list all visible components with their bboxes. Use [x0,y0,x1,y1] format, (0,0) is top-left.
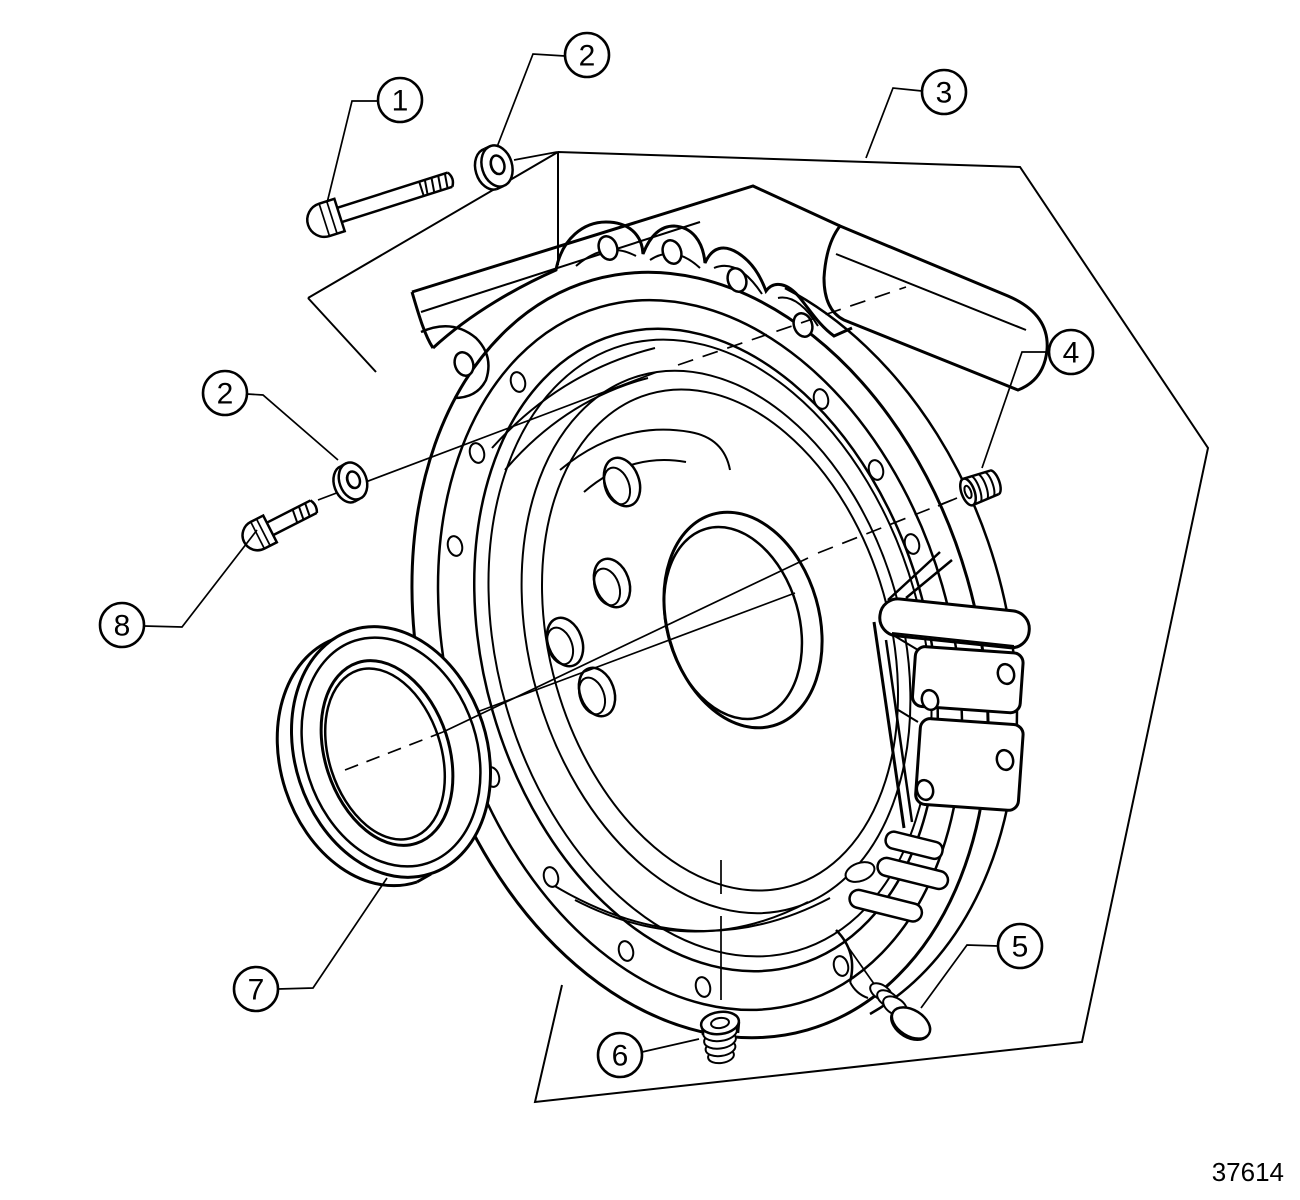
callout-7: 7 [232,877,388,1013]
flywheel-housing-part [410,184,1049,1040]
callout-bubble-1 [376,76,424,124]
callout-4: 4 [981,328,1095,469]
leader-line-1 [326,100,378,204]
leader-line-2-top [496,53,566,148]
callout-1: 1 [326,76,424,204]
leader-line-3 [865,87,923,159]
bracket-pad-lower [914,717,1025,812]
callout-number-2-left: 2 [217,378,234,411]
callout-bubble-2-left [201,369,249,417]
leader-line-7 [277,877,388,990]
callout-5: 5 [920,922,1044,1009]
hex-bolt-long-part [306,171,455,239]
figure-number: 37614 [1212,1157,1284,1187]
callout-8: 8 [98,529,258,649]
callout-number-5: 5 [1012,931,1029,964]
leader-line-4 [981,351,1049,469]
leader-line-2-left [246,393,339,461]
housing-top-flange [410,184,1049,400]
callout-2-top: 2 [496,31,611,148]
callout-bubble-8 [98,601,146,649]
hex-plug-bottom-right-part [869,982,932,1042]
callout-number-2-top: 2 [579,40,596,73]
callout-bubble-7 [232,965,280,1013]
leader-line-5 [920,944,999,1009]
washer-upper-part [473,144,514,191]
callout-number-1: 1 [392,85,409,118]
callout-bubble-5 [996,922,1044,970]
hex-bolt-short-part [241,499,319,552]
callout-6: 6 [596,1031,700,1079]
callouts: 1 2 3 4 5 6 7 [98,31,1095,1079]
pipe-plug-right-part [958,469,1002,507]
callout-bubble-4 [1047,328,1095,376]
bracket-pad-upper [910,645,1025,715]
leader-line-8 [143,529,258,628]
callout-2-left: 2 [201,369,339,461]
callout-bubble-3 [920,68,968,116]
washer-left-part [332,461,369,504]
callout-number-6: 6 [612,1040,629,1073]
housing-webbing [491,347,831,933]
callout-bubble-6 [596,1031,644,1079]
leader-line-6 [641,1038,700,1053]
callout-number-8: 8 [114,610,131,643]
flange-end-block [822,224,1049,392]
callout-number-7: 7 [248,974,265,1007]
callout-3: 3 [865,68,968,159]
callout-number-3: 3 [936,77,953,110]
callout-bubble-2-top [563,31,611,79]
housing-web-holes [545,456,642,718]
pipe-plug-bottom-part [699,1010,741,1065]
callout-number-4: 4 [1063,337,1080,370]
housing-side-bracket [835,551,1031,999]
